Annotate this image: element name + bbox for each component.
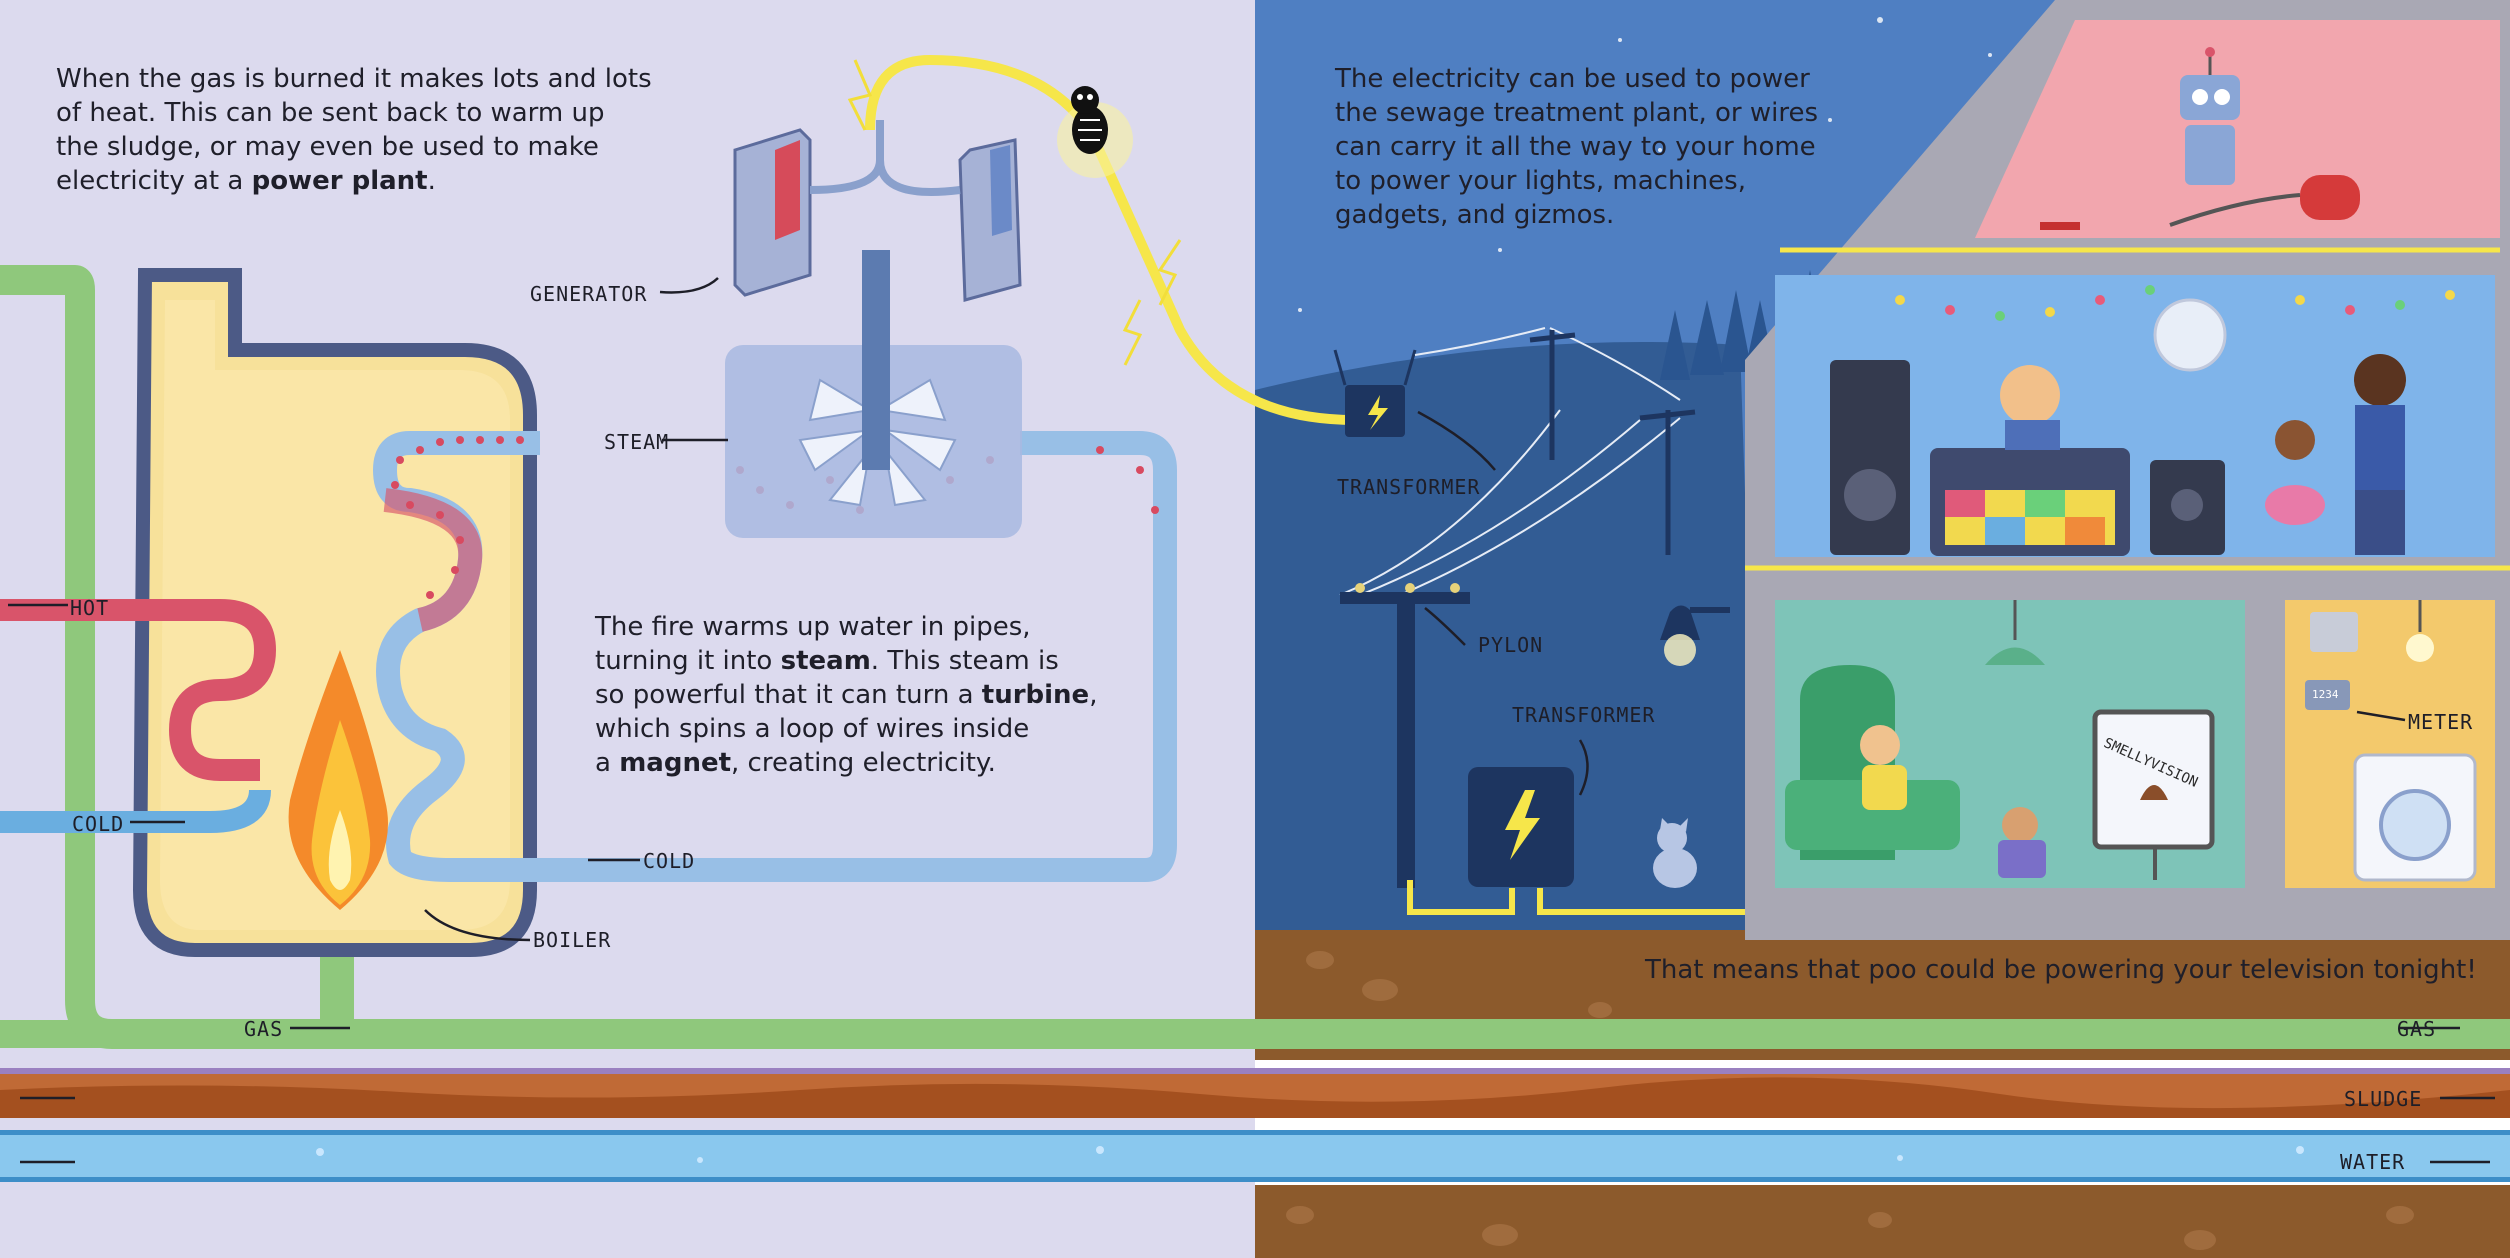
speaker-icon (1830, 360, 2225, 555)
cat-icon (1653, 818, 1697, 888)
label-gas-right: GAS (2397, 1017, 2437, 1041)
fuse-box-icon (2310, 612, 2358, 652)
cold-pipe-left (0, 789, 271, 833)
street-lamp-icon (1660, 605, 1730, 666)
gas-pipe-left (0, 265, 2510, 1049)
water-pipe (0, 1130, 2510, 1182)
label-cold-left: COLD (72, 812, 125, 836)
label-cold-right: COLD (643, 849, 696, 873)
ceiling-lamp-icon (1985, 600, 2045, 665)
label-transformer-top: TRANSFORMER (1337, 475, 1481, 499)
shocked-cat-icon (1057, 86, 1133, 178)
label-pylon: PYLON (1478, 633, 1544, 657)
power-paragraph: The electricity can be used to power the… (1335, 64, 1819, 230)
baby-icon (1860, 725, 1907, 810)
label-arrows (8, 277, 2495, 1164)
dj-character-icon (2000, 365, 2060, 450)
fairy-lights (1895, 285, 2455, 321)
ground-wire (1407, 880, 1515, 915)
light-bulb-icon (2406, 600, 2434, 662)
label-steam: STEAM (604, 430, 670, 454)
closing-sentence: That means that poo could be powering yo… (1645, 955, 2477, 985)
label-gas-left: GAS (244, 1017, 284, 1041)
girl-icon (1998, 807, 2046, 878)
label-transformer-bottom: TRANSFORMER (1512, 703, 1656, 727)
hot-pipe (0, 599, 277, 781)
label-boiler: BOILER (533, 928, 612, 952)
label-generator: GENERATOR (530, 282, 648, 306)
intro-paragraph: When the gas is burned it makes lots and… (56, 64, 652, 196)
electric-meter-icon (2305, 680, 2350, 710)
label-hot: HOT (70, 596, 110, 620)
dancing-kids-icon (2265, 354, 2406, 555)
label-sludge: SLUDGE (2344, 1087, 2423, 1111)
robot-icon (2180, 47, 2240, 185)
television-icon (2092, 709, 2215, 880)
steam-paragraph: The fire warms up water in pipes, turnin… (595, 612, 1098, 778)
armchair-icon (1785, 665, 1960, 860)
flame-icon (288, 650, 388, 910)
distant-pylons (1529, 330, 1696, 555)
hill (1255, 342, 1760, 940)
disco-ball-icon (2153, 298, 2227, 372)
turbine-shaft (862, 250, 890, 470)
turbine-blades (798, 378, 957, 507)
label-meter: METER (2408, 710, 2474, 734)
wire-loop (809, 120, 961, 196)
attic-room (1975, 20, 2500, 238)
spark-icon (847, 59, 1182, 366)
vacuum-cleaner-icon (2040, 175, 2360, 230)
meter-reading: 1234 (2312, 688, 2339, 701)
label-water: WATER (2340, 1150, 2406, 1174)
dj-deck-icon (1930, 448, 2130, 556)
washing-machine-icon (2353, 753, 2477, 882)
pylon (1340, 583, 1470, 888)
magnet (733, 128, 1022, 302)
